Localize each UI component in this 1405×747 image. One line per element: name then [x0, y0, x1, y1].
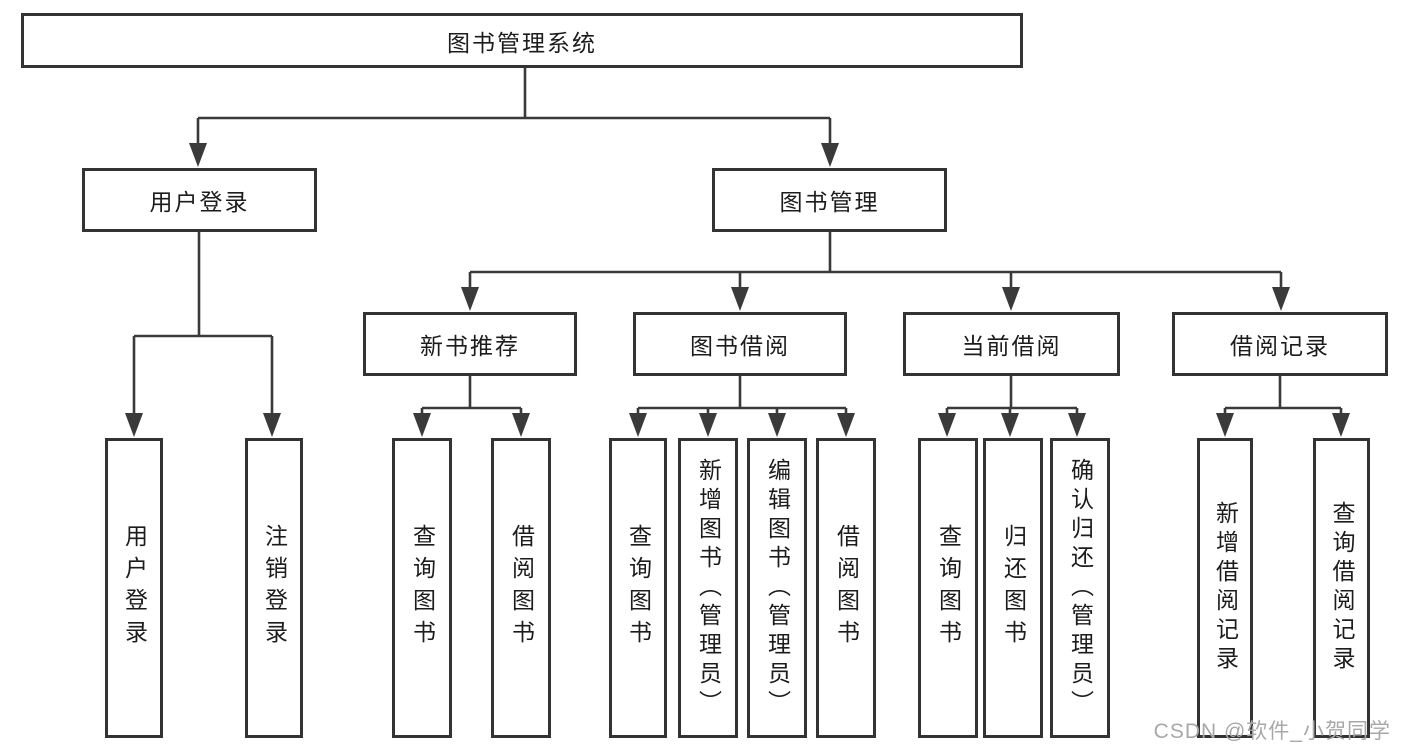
leaf-query-books-borrowing: 查询图书 — [609, 438, 667, 738]
arrowheads — [125, 143, 1350, 437]
leaf-edit-book-admin: 编辑图书（管理员） — [747, 438, 807, 738]
node-book-management: 图书管理 — [712, 168, 947, 232]
leaf-confirm-return-admin: 确认归还（管理员） — [1050, 438, 1110, 738]
node-user-login: 用户登录 — [82, 168, 317, 232]
leaf-return-book: 归还图书 — [983, 438, 1043, 738]
node-current-borrowing: 当前借阅 — [903, 312, 1120, 376]
leaf-query-books-current: 查询图书 — [918, 438, 978, 738]
watermark: CSDN @软件_小贺同学 — [1153, 720, 1391, 743]
node-library-management-system: 图书管理系统 — [21, 13, 1023, 68]
leaf-borrow-books-borrowing: 借阅图书 — [816, 438, 876, 738]
node-new-book-recommendation: 新书推荐 — [363, 312, 577, 376]
leaf-logout-login: 注销登录 — [245, 438, 303, 738]
node-borrow-records: 借阅记录 — [1172, 312, 1388, 376]
leaf-add-borrow-record: 新增借阅记录 — [1197, 438, 1253, 738]
leaf-borrow-books-recommend: 借阅图书 — [491, 438, 551, 738]
leaf-user-login: 用户登录 — [105, 438, 163, 738]
leaf-query-books-recommend: 查询图书 — [392, 438, 452, 738]
leaf-query-borrow-record: 查询借阅记录 — [1313, 438, 1370, 738]
node-book-borrowing: 图书借阅 — [633, 312, 847, 376]
leaf-add-book-admin: 新增图书（管理员） — [678, 438, 738, 738]
